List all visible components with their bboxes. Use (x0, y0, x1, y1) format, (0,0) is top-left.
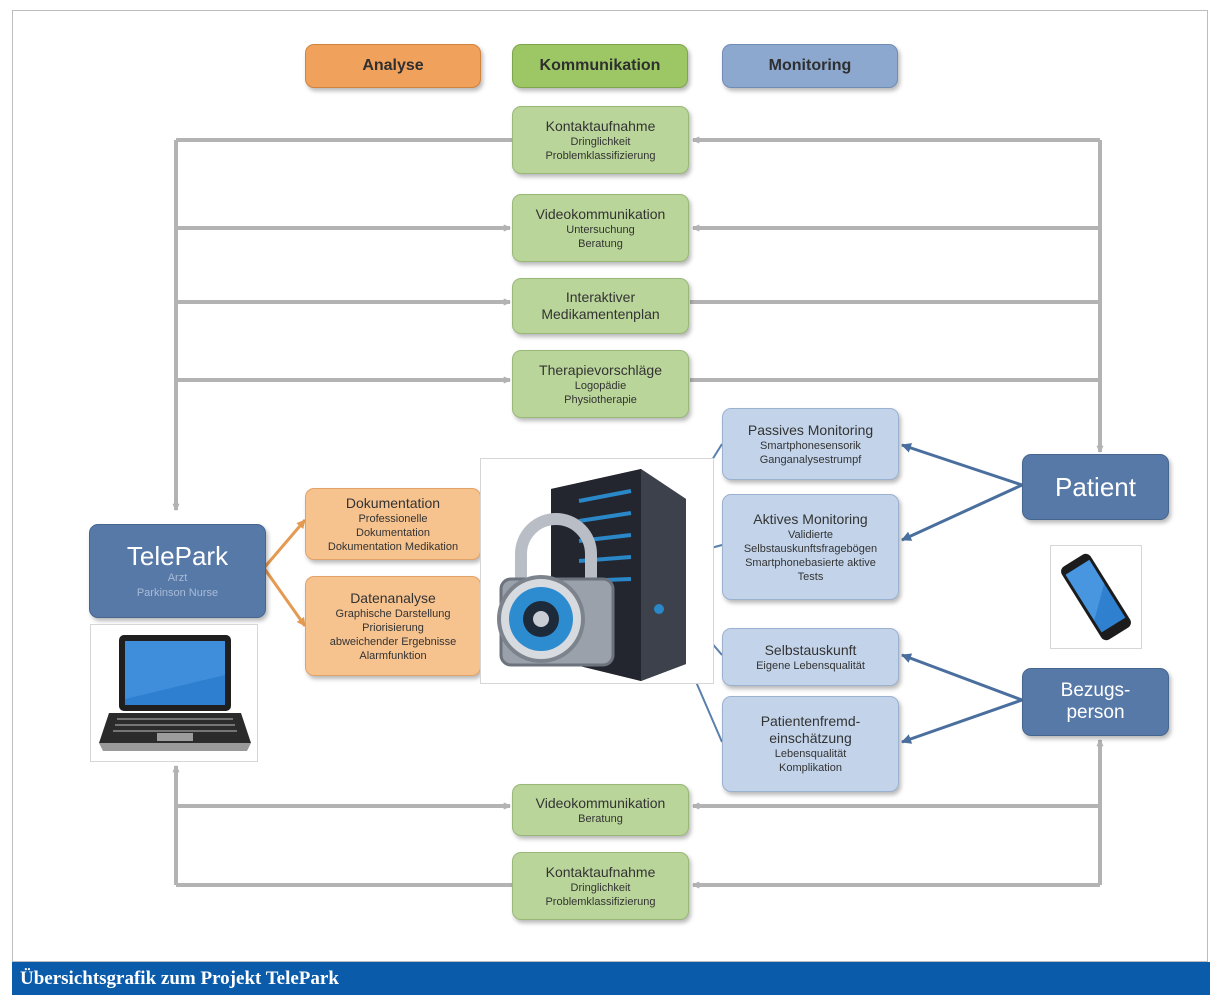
bezugsperson-box: Bezugs- person (1022, 668, 1169, 736)
dokumentation-line: Professionelle (358, 512, 428, 525)
dokumentation-line: Dokumentation (356, 526, 430, 539)
kontaktaufnahme-top-line: Dringlichkeit (570, 135, 631, 148)
aktives-monitoring-box: Aktives Monitoring Validierte Selbstausk… (722, 494, 899, 600)
therapievorschlaege-title: Therapievorschläge (539, 361, 662, 378)
datenanalyse-title: Datenanalyse (350, 589, 436, 606)
kontaktaufnahme-top-box: Kontaktaufnahme Dringlichkeit Problemkla… (512, 106, 689, 174)
legend-kommunikation: Kommunikation (512, 44, 688, 88)
medikamentenplan-title-line: Medikamentenplan (541, 306, 660, 322)
patientenfremdeinschaetzung-line: Lebensqualität (774, 748, 847, 760)
kontaktaufnahme-top-title: Kontaktaufnahme (545, 117, 656, 134)
kontaktaufnahme-bottom-line: Problemklassifizierung (545, 895, 656, 908)
selbstauskunft-title: Selbstauskunft (764, 641, 857, 658)
dokumentation-box: Dokumentation Professionelle Dokumentati… (305, 488, 481, 560)
kontaktaufnahme-top-line: Problemklassifizierung (545, 149, 656, 162)
videokommunikation-top-box: Videokommunikation Untersuchung Beratung (512, 194, 689, 262)
kontaktaufnahme-bottom-box: Kontaktaufnahme Dringlichkeit Problemkla… (512, 852, 689, 920)
kontaktaufnahme-bottom-line: Dringlichkeit (570, 881, 631, 894)
patient-title: Patient (1055, 472, 1136, 502)
patient-box: Patient (1022, 454, 1169, 520)
telepark-box: TelePark Arzt Parkinson Nurse (89, 524, 266, 618)
telepark-role: Arzt (167, 572, 188, 584)
patientenfremdeinschaetzung-box: Patientenfremd- einschätzung Lebensquali… (722, 696, 899, 792)
videokommunikation-bottom-title: Videokommunikation (535, 794, 666, 811)
patientenfremdeinschaetzung-title-line: Patientenfremd- (760, 713, 861, 729)
dokumentation-line: Dokumentation Medikation (327, 540, 459, 553)
legend-monitoring-label: Monitoring (768, 57, 852, 74)
bezugsperson-title-line: Bezugs- (1060, 680, 1131, 701)
telepark-title: TelePark (126, 541, 229, 571)
caption-text: Übersichtsgrafik zum Projekt TelePark (20, 968, 339, 989)
laptop-icon (90, 624, 258, 762)
smartphone-icon (1050, 545, 1142, 649)
therapievorschlaege-box: Therapievorschläge Logopädie Physiothera… (512, 350, 689, 418)
videokommunikation-top-title: Videokommunikation (535, 205, 666, 222)
bezugsperson-title-line: person (1066, 702, 1125, 723)
datenanalyse-line: abweichender Ergebnisse (329, 635, 457, 648)
datenanalyse-line: Priorisierung (362, 621, 424, 634)
therapievorschlaege-line: Physiotherapie (564, 393, 637, 406)
datenanalyse-line: Graphische Darstellung (335, 607, 451, 620)
medikamentenplan-title-line: Interaktiver (565, 289, 636, 305)
selbstauskunft-box: Selbstauskunft Eigene Lebensqualität (722, 628, 899, 686)
patientenfremdeinschaetzung-line: Komplikation (779, 762, 842, 774)
selbstauskunft-line: Eigene Lebensqualität (756, 659, 865, 672)
legend-monitoring: Monitoring (722, 44, 898, 88)
telepark-role: Parkinson Nurse (136, 587, 219, 599)
passives-monitoring-line: Smartphonesensorik (760, 439, 861, 452)
videokommunikation-bottom-line: Beratung (578, 812, 623, 825)
caption-bar: Übersichtsgrafik zum Projekt TelePark (12, 962, 1210, 995)
datenanalyse-box: Datenanalyse Graphische Darstellung Prio… (305, 576, 481, 676)
legend-analyse-label: Analyse (362, 57, 424, 74)
legend-kommunikation-label: Kommunikation (539, 57, 661, 74)
legend-analyse: Analyse (305, 44, 481, 88)
kontaktaufnahme-bottom-title: Kontaktaufnahme (545, 863, 656, 880)
passives-monitoring-box: Passives Monitoring Smartphonesensorik G… (722, 408, 899, 480)
aktives-monitoring-line: Smartphonebasierte aktive (745, 556, 876, 569)
dokumentation-title: Dokumentation (345, 494, 441, 511)
medikamentenplan-box: Interaktiver Medikamentenplan (512, 278, 689, 334)
videokommunikation-bottom-box: Videokommunikation Beratung (512, 784, 689, 836)
aktives-monitoring-line: Validierte (787, 528, 834, 541)
aktives-monitoring-title: Aktives Monitoring (753, 510, 868, 527)
videokommunikation-top-line: Beratung (578, 237, 623, 250)
server-lock-icon (480, 458, 714, 684)
videokommunikation-top-line: Untersuchung (566, 223, 635, 236)
therapievorschlaege-line: Logopädie (574, 379, 627, 392)
patientenfremdeinschaetzung-title-line: einschätzung (769, 730, 852, 746)
passives-monitoring-title: Passives Monitoring (747, 421, 874, 438)
aktives-monitoring-line: Selbstauskunftsfragebögen (743, 542, 878, 555)
passives-monitoring-line: Ganganalysestrumpf (759, 453, 862, 466)
aktives-monitoring-line: Tests (797, 570, 824, 583)
datenanalyse-line: Alarmfunktion (359, 649, 427, 662)
